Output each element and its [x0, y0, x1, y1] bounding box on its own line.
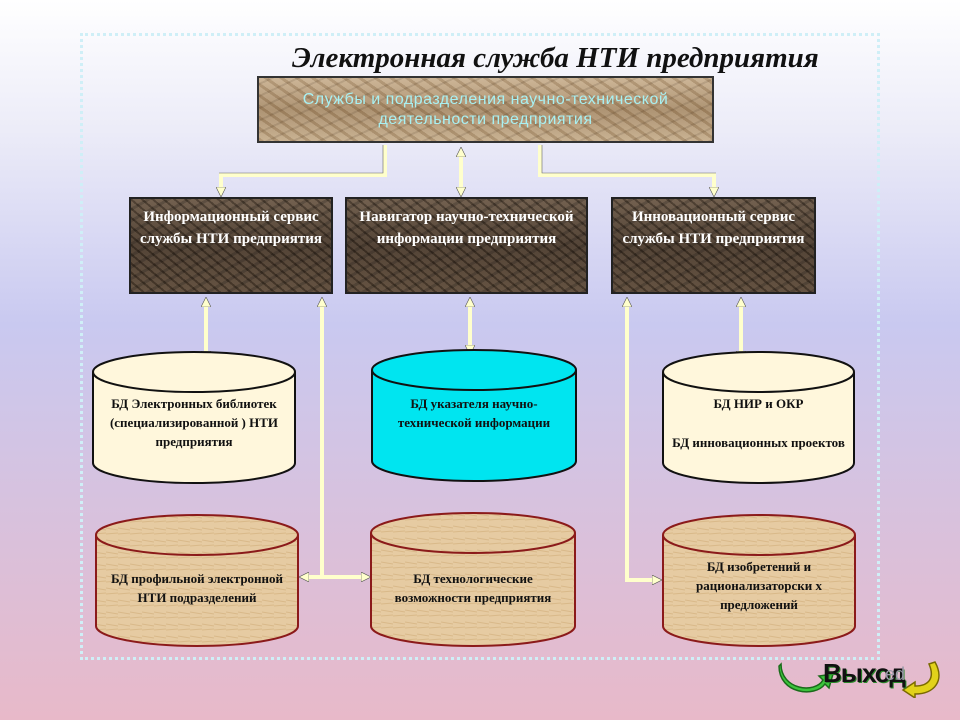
profile-db-label: БД профильной электронной НТИ подразделе… — [110, 571, 284, 605]
innovation-projects-label: БД инновационных проектов — [672, 435, 845, 450]
exit-button[interactable]: Выход — [775, 650, 945, 698]
arrow-top-to-info-service — [221, 145, 387, 192]
dotted-frame — [80, 33, 880, 660]
page-title: Электронная служба НТИ предприятия — [292, 42, 819, 74]
arrow-top-to-innovation-service — [538, 145, 714, 192]
watermark: ed — [885, 664, 906, 684]
arrow-innovation-to-inventions-db — [627, 302, 657, 580]
profile-db-cylinder: БД профильной электронной НТИ подразделе… — [94, 513, 300, 648]
inventions-db-cylinder: БД изобретений и рационализаторски х пре… — [661, 513, 857, 648]
departments-box: Службы и подразделения научно-техническо… — [257, 76, 714, 143]
exit-arrows-icon — [778, 661, 940, 698]
tech-db-cylinder: БД технологические возможности предприят… — [369, 511, 577, 648]
exit-label: Выход — [823, 658, 906, 688]
inventions-db-label: БД изобретений и рационализаторски х пре… — [696, 559, 822, 612]
navigator-box: Навигатор научно-технической информации … — [345, 197, 588, 294]
info-service-box: Информационный сервис службы НТИ предпри… — [129, 197, 333, 294]
index-db-label: БД указателя научно-технической информац… — [397, 396, 551, 430]
elib-db-label: БД Электронных библиотек (специализирова… — [109, 396, 279, 449]
index-db-cylinder: БД указателя научно-технической информац… — [370, 348, 578, 483]
tech-db-label: БД технологические возможности предприят… — [394, 571, 552, 605]
elib-db-cylinder: БД Электронных библиотек (специализирова… — [91, 350, 297, 485]
nir-db-cylinder: БД НИР и ОКР БД инновационных проектов — [661, 350, 856, 485]
innovation-service-box: Инновационный сервис службы НТИ предприя… — [611, 197, 816, 294]
nir-db-label: БД НИР и ОКР — [713, 396, 804, 411]
